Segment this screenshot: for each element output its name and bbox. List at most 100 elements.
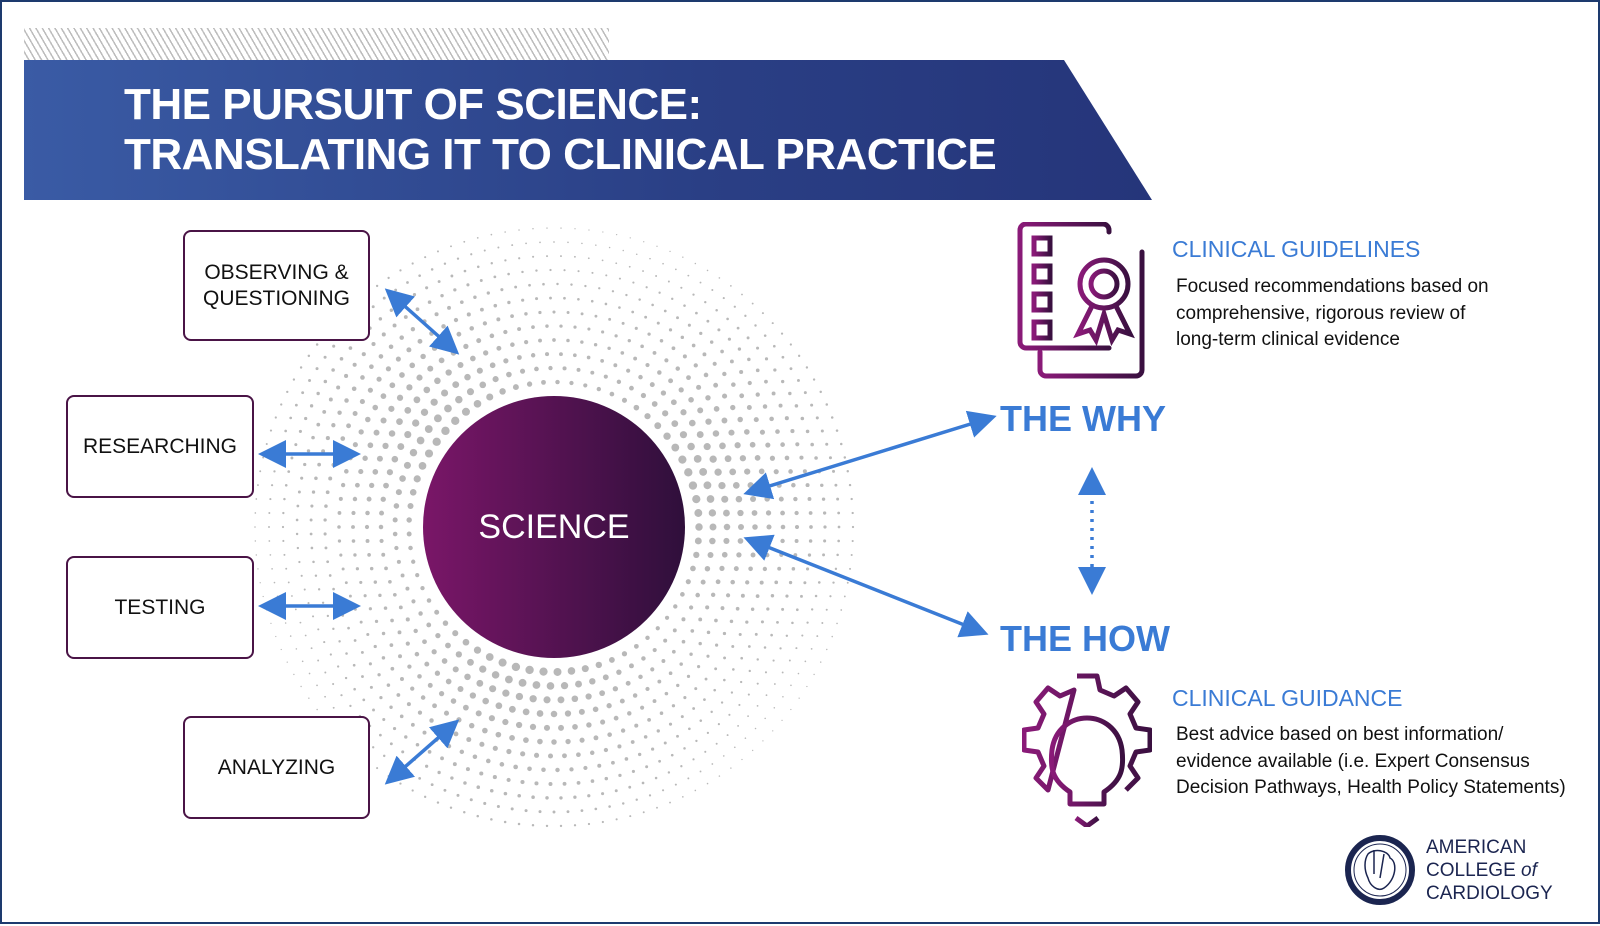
halo-dot (268, 540, 271, 542)
halo-dot (390, 618, 394, 623)
halo-dot (548, 781, 553, 786)
halo-dot (324, 671, 327, 674)
halo-dot (689, 652, 693, 656)
halo-dot (631, 769, 635, 773)
halo-dot (550, 710, 558, 718)
halo-dot (608, 657, 615, 663)
halo-dot (489, 788, 494, 793)
halo-dot (642, 811, 645, 814)
halo-dot (560, 255, 562, 258)
halo-dot (761, 312, 764, 315)
halo-dot (536, 710, 544, 717)
halo-dot (538, 338, 542, 343)
halo-dot (825, 403, 829, 406)
halo-dot (426, 622, 432, 628)
halo-dot (475, 710, 482, 717)
halo-dot (524, 809, 528, 813)
halo-dot (520, 780, 525, 785)
desc-line: comprehensive, rigorous review of (1176, 302, 1466, 324)
halo-dot (779, 647, 782, 650)
halo-dot (695, 311, 698, 315)
halo-dot (482, 727, 488, 734)
halo-dot (599, 690, 606, 697)
halo-dot (384, 566, 388, 571)
halo-dot (463, 810, 466, 814)
halo-dot (686, 375, 691, 381)
halo-dot (361, 352, 366, 357)
halo-dot (301, 660, 304, 663)
halo-dot (363, 594, 367, 598)
halo-dot (648, 794, 652, 797)
halo-dot (369, 566, 374, 571)
halo-dot (657, 370, 662, 375)
halo-dot (353, 553, 357, 557)
halo-dot (463, 781, 467, 785)
halo-dot (730, 285, 732, 287)
halo-dot (659, 339, 664, 343)
halo-dot (703, 443, 711, 451)
halo-dot (695, 523, 703, 531)
halo-dot (381, 631, 386, 636)
halo-dot (462, 638, 470, 646)
halo-dot (718, 775, 721, 777)
halo-dot (529, 723, 537, 731)
halo-dot (788, 659, 791, 662)
halo-dot (681, 795, 684, 798)
halo-dot (764, 671, 768, 674)
halo-dot (284, 483, 288, 487)
halo-dot (728, 429, 735, 436)
halo-dot (410, 686, 415, 691)
halo-dot (695, 592, 700, 598)
halo-dot (733, 746, 736, 749)
halo-dot (535, 269, 538, 272)
halo-dot (479, 771, 484, 776)
halo-dot (269, 429, 273, 432)
halo-dot (619, 698, 625, 704)
halo-dot (706, 654, 710, 658)
halo-dot (435, 632, 441, 639)
halo-dot (711, 289, 714, 292)
halo-dot (722, 297, 725, 300)
halo-dot (704, 565, 711, 572)
halo-dot (424, 425, 433, 433)
logo-italic: of (1521, 860, 1537, 881)
halo-dot (473, 295, 477, 299)
halo-dot (504, 259, 507, 262)
halo-dot (531, 325, 535, 329)
halo-dot (529, 695, 537, 703)
halo-dot (586, 722, 592, 728)
halo-dot (397, 443, 405, 451)
halo-dot (386, 683, 391, 687)
halo-dot (423, 386, 431, 394)
halo-dot (479, 741, 485, 747)
halo-dot (614, 789, 618, 793)
halo-dot (650, 667, 655, 672)
halo-dot (442, 620, 449, 626)
halo-dot (629, 663, 634, 669)
halo-dot (493, 303, 498, 308)
halo-dot (531, 824, 535, 827)
halo-dot (698, 641, 702, 646)
halo-dot (380, 417, 387, 424)
halo-dot (780, 510, 785, 516)
halo-dot (613, 715, 619, 721)
halo-dot (746, 336, 750, 340)
halo-dot (470, 355, 476, 362)
halo-dot (413, 475, 421, 483)
halo-dot (654, 776, 658, 780)
halo-dot (654, 422, 662, 430)
halo-dot (393, 503, 400, 509)
halo-dot (382, 718, 386, 722)
halo-dot (411, 599, 416, 604)
halo-dot (720, 349, 724, 354)
halo-dot (520, 751, 526, 757)
halo-dot (443, 788, 447, 792)
halo-dot (740, 656, 744, 660)
halo-dot (622, 802, 625, 805)
halo-dot (476, 338, 482, 344)
halo-dot (715, 742, 718, 745)
halo-dot (714, 618, 718, 623)
step-label: OBSERVING & QUESTIONING (202, 260, 350, 310)
halo-dot (308, 379, 312, 382)
halo-dot (329, 653, 332, 656)
